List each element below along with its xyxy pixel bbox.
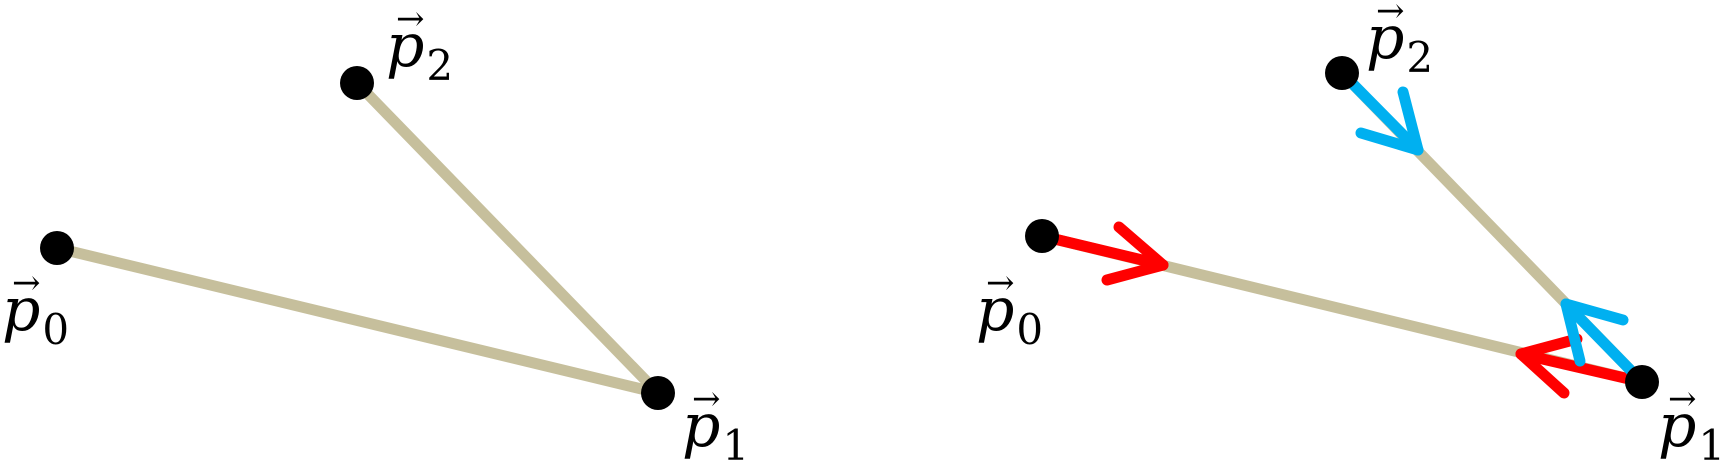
vector-index: 0 <box>42 305 70 354</box>
point-p1 <box>641 376 675 410</box>
vector-arrow-icon: → <box>12 263 41 303</box>
direction-arrow-p1-to-p0 <box>1515 333 1648 399</box>
point-p0 <box>1025 219 1059 253</box>
vector-letter: → p <box>682 379 721 461</box>
point-p1 <box>1625 365 1659 399</box>
vector-letter: → p <box>1658 379 1697 461</box>
segment-p0-p1 <box>51 242 664 399</box>
label-p2: → p 2 <box>386 0 453 87</box>
vector-letter: → p <box>2 263 41 345</box>
segment-p1-p2 <box>351 77 664 399</box>
direction-arrow-p1-to-p2 <box>1560 298 1648 388</box>
vector-letter: → p <box>1366 0 1405 68</box>
label-p1: → p 1 <box>682 379 749 467</box>
vector-arrow-icon: → <box>692 379 721 419</box>
vector-index: 1 <box>722 421 750 470</box>
direction-arrow-p2-to-p1 <box>1336 67 1424 156</box>
vector-arrow-icon: → <box>1668 379 1697 419</box>
vector-letter: → p <box>386 0 425 81</box>
label-p0: → p 0 <box>2 263 69 351</box>
vector-index: 1 <box>1698 421 1722 470</box>
vector-index: 2 <box>426 41 454 90</box>
left-panel <box>40 66 675 410</box>
vector-letter: → p <box>976 263 1015 345</box>
label-p2: → p 2 <box>1366 0 1433 79</box>
label-p1: → p 1 <box>1658 379 1722 467</box>
vector-arrow-icon: → <box>1376 0 1405 31</box>
vector-index: 0 <box>1016 305 1044 354</box>
vector-arrow-icon: → <box>396 0 425 39</box>
vector-index: 2 <box>1406 33 1434 82</box>
point-p2 <box>340 66 374 100</box>
point-p2 <box>1325 56 1359 90</box>
vector-arrow-icon: → <box>986 263 1015 303</box>
label-p0: → p 0 <box>976 263 1043 351</box>
direction-arrow-p0-to-p1 <box>1036 221 1169 286</box>
point-p0 <box>40 231 74 265</box>
right-panel <box>1025 56 1659 399</box>
